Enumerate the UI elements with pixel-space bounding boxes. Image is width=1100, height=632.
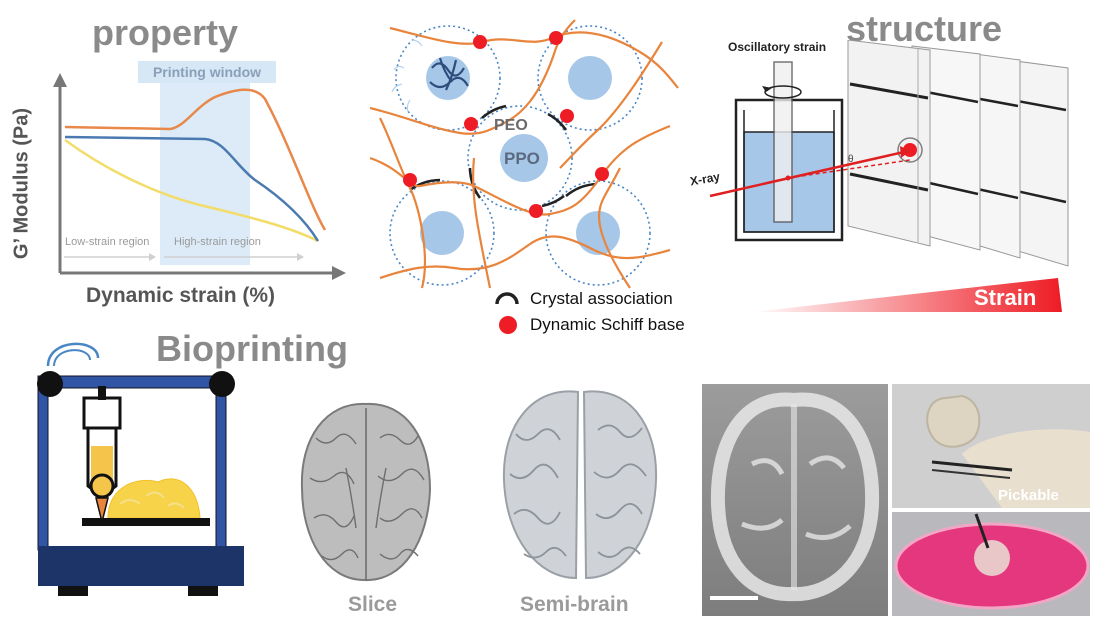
legend-schiff-icon: [499, 316, 517, 334]
legend-crystal-icon: [495, 292, 519, 305]
printer-base: [38, 546, 244, 586]
printing-window-label: Printing window: [153, 64, 261, 80]
semi-brain-image: [502, 390, 658, 580]
orange-curve: [64, 88, 327, 231]
brain-slice-image: [300, 402, 432, 582]
legend-crystal-label: Crystal association: [530, 289, 673, 308]
bioprinting-title: Bioprinting: [156, 328, 348, 369]
oscillatory-label: Oscillatory strain: [728, 40, 827, 54]
rheometer-setup: θ: [709, 61, 911, 242]
legend-schiff-label: Dynamic Schiff base: [530, 315, 685, 334]
high-strain-label: High-strain region: [174, 236, 261, 248]
peo-label: PEO: [494, 117, 528, 134]
property-chart: Printing window Low-strain region High-s…: [53, 61, 346, 280]
petri-dish-photo: [892, 512, 1090, 616]
frame-knob-right: [209, 371, 235, 397]
x-axis-arrow: [332, 266, 346, 280]
y-axis-label: G’ Modulus (Pa): [10, 107, 33, 260]
micelle-center: [467, 105, 573, 211]
low-strain-arrow-head: [149, 253, 156, 261]
frame-top: [37, 375, 229, 389]
xray-beam: [709, 150, 905, 198]
frame-left: [37, 379, 49, 551]
strain-wedge: [752, 278, 1062, 312]
low-strain-label: Low-strain region: [65, 236, 149, 248]
pickable-photo: [892, 384, 1090, 508]
x-axis-label: Dynamic strain (%): [86, 284, 276, 307]
printed-construct-photo: [702, 384, 888, 616]
rotation-arrow: [764, 85, 802, 99]
frame-right: [215, 379, 227, 551]
blue-curve: [64, 135, 320, 242]
frame-knob-left: [37, 371, 63, 397]
printhead-box: [82, 396, 122, 430]
printed-brain: [107, 478, 201, 519]
printing-window-band: [160, 69, 250, 265]
bioprinter-illustration: [37, 342, 244, 596]
high-strain-arrow-head: [297, 253, 304, 261]
structure-title: structure: [846, 8, 1003, 49]
y-axis-arrow: [53, 73, 67, 87]
micelle-top-right: [537, 25, 643, 131]
plate-1: [847, 40, 931, 247]
slice-label: Slice: [348, 593, 398, 616]
semi-brain-label: Semi-brain: [520, 593, 629, 616]
yellow-curve: [64, 138, 319, 243]
theta-label: θ: [848, 154, 854, 165]
strain-label: Strain: [974, 285, 1037, 310]
schiff-dots: [403, 31, 609, 218]
property-title: property: [92, 12, 239, 53]
rotor: [773, 61, 793, 223]
printing-window-label-bg: [138, 61, 276, 83]
network-diagram: PEO PPO: [370, 19, 679, 289]
detector-plates: [847, 40, 1069, 267]
ppo-label: PPO: [504, 149, 540, 168]
nozzle: [95, 497, 109, 523]
pickable-label: Pickable: [998, 487, 1059, 504]
scale-bar: [710, 596, 758, 600]
print-bed: [82, 518, 210, 526]
